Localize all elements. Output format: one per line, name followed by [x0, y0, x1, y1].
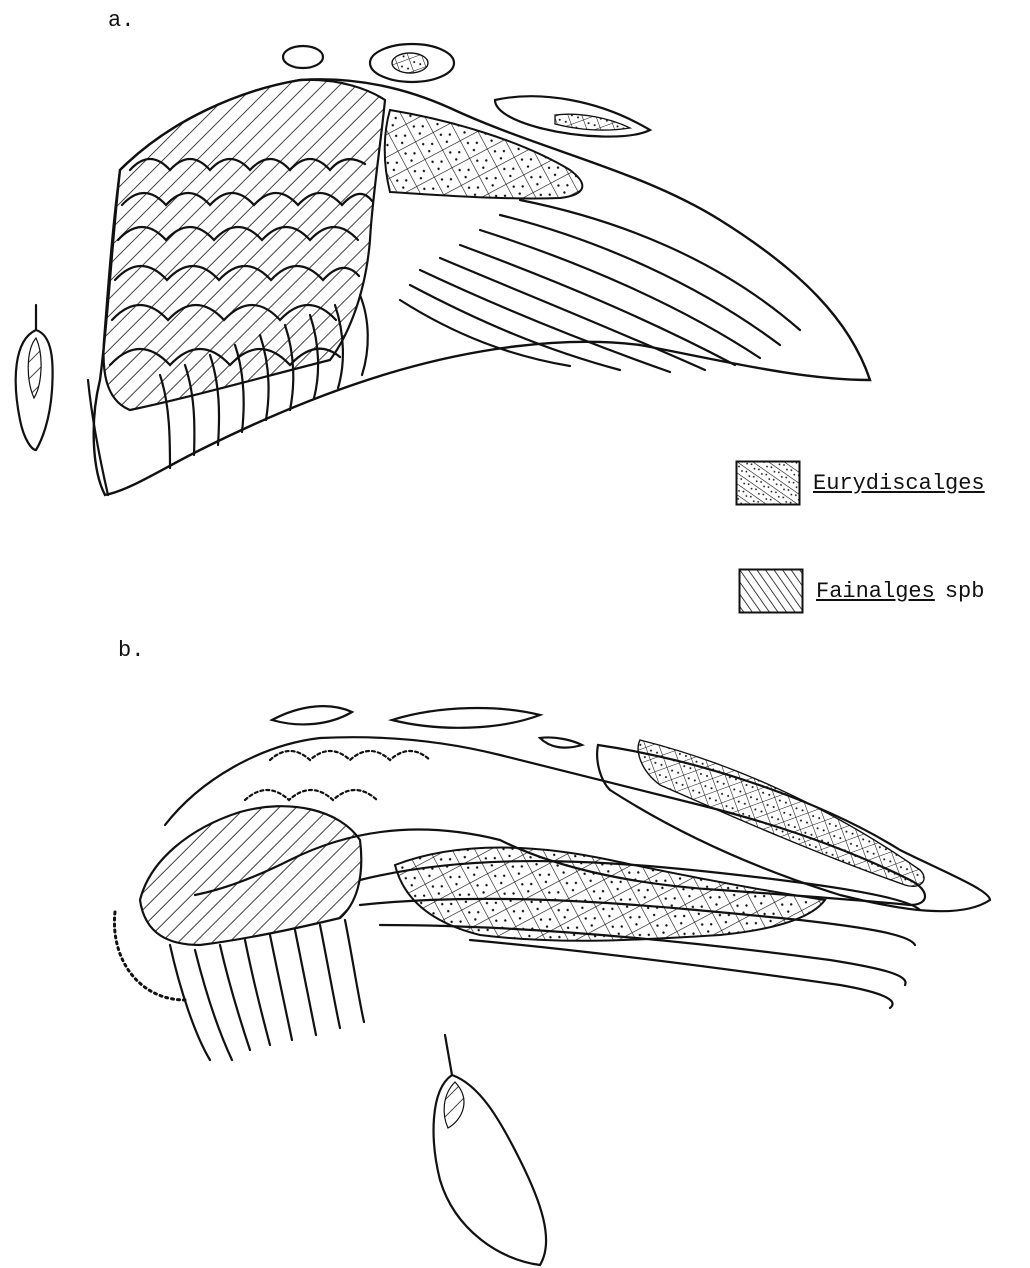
diagonal-hatch-swatch	[738, 568, 804, 614]
legend-item-eurydiscalges: Eurydiscalges	[735, 460, 985, 506]
legend-label-eurydiscalges: Eurydiscalges	[813, 471, 985, 496]
wing-a	[16, 44, 870, 495]
grid-dots-swatch	[735, 460, 801, 506]
legend-suffix-fainalges: spb	[945, 579, 985, 604]
legend-label-fainalges: Fainalges	[816, 579, 935, 604]
panel-a-label: a.	[108, 8, 134, 33]
panel-b-label: b.	[118, 638, 144, 663]
wing-b	[114, 706, 990, 1265]
legend-item-fainalges: Fainalges spb	[738, 568, 984, 614]
